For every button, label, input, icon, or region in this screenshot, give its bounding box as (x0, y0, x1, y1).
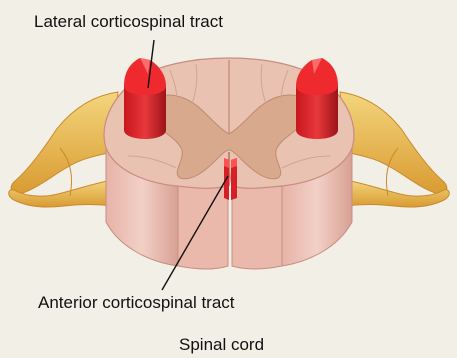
lateral-tract-label: Lateral corticospinal tract (34, 12, 223, 32)
anterior-tract-label: Anterior corticospinal tract (38, 293, 235, 313)
lateral-tract-right (296, 58, 338, 139)
figure-caption: Spinal cord (179, 335, 264, 355)
lateral-tract-left (124, 58, 166, 139)
